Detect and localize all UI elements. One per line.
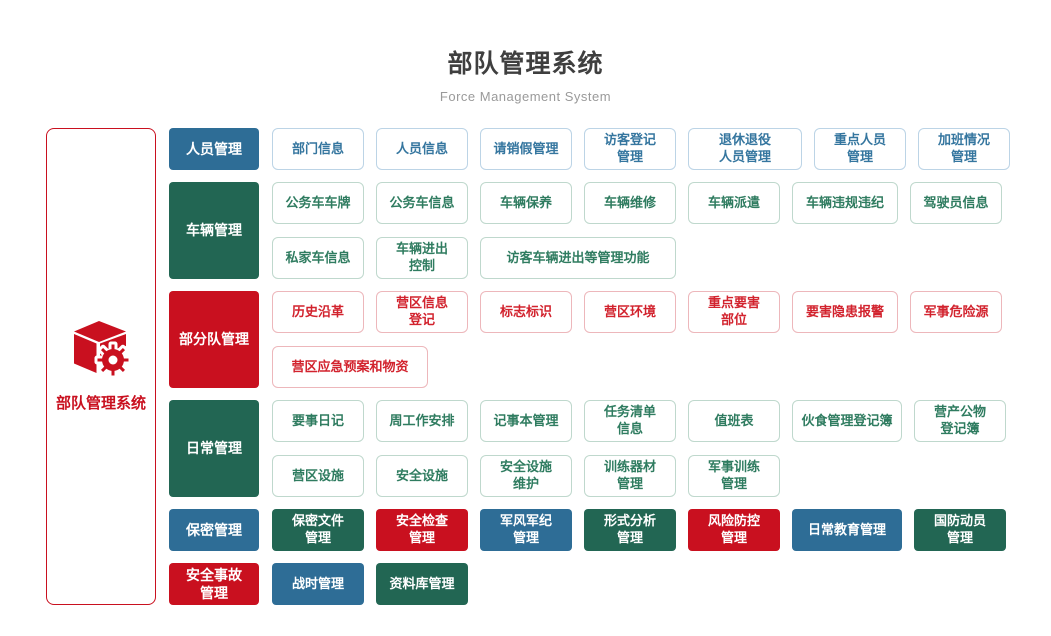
feature-box: 车辆派遣	[688, 182, 780, 224]
section-personnel: 人员管理部门信息人员信息请销假管理访客登记 管理退休退役 人员管理重点人员 管理…	[169, 128, 1010, 170]
feature-box: 退休退役 人员管理	[688, 128, 802, 170]
feature-box: 标志标识	[480, 291, 572, 333]
item-row: 营区设施安全设施安全设施 维护训练器材 管理军事训练 管理	[272, 455, 1006, 497]
page-header: 部队管理系统 Force Management System	[0, 0, 1051, 104]
feature-box: 安全设施 维护	[480, 455, 572, 497]
page-title: 部队管理系统	[447, 50, 604, 78]
section-accident: 安全事故 管理战时管理资料库管理	[169, 563, 1010, 605]
feature-box: 保密文件 管理	[272, 509, 364, 551]
feature-box: 国防动员 管理	[914, 509, 1006, 551]
feature-box: 访客车辆进出等管理功能	[480, 237, 676, 279]
root-node: 部队管理系统	[46, 128, 156, 605]
feature-box: 车辆保养	[480, 182, 572, 224]
item-rows: 部门信息人员信息请销假管理访客登记 管理退休退役 人员管理重点人员 管理加班情况…	[272, 128, 1010, 170]
root-label: 部队管理系统	[55, 395, 146, 412]
feature-box: 请销假管理	[480, 128, 572, 170]
feature-box: 军风军纪 管理	[480, 509, 572, 551]
item-rows: 要事日记周工作安排记事本管理任务清单 信息值班表伙食管理登记簿营产公物 登记簿营…	[272, 400, 1006, 497]
section-vehicle: 车辆管理公务车车牌公务车信息车辆保养车辆维修车辆派遣车辆违规违纪驾驶员信息私家车…	[169, 182, 1010, 279]
feature-box: 重点要害 部位	[688, 291, 780, 333]
feature-box: 营区设施	[272, 455, 364, 497]
section-secrecy: 保密管理保密文件 管理安全检查 管理军风军纪 管理形式分析 管理风险防控 管理日…	[169, 509, 1010, 551]
feature-box: 驾驶员信息	[910, 182, 1002, 224]
feature-box: 军事训练 管理	[688, 455, 780, 497]
feature-box: 任务清单 信息	[584, 400, 676, 442]
feature-box: 伙食管理登记簿	[792, 400, 902, 442]
feature-box: 要害隐患报警	[792, 291, 898, 333]
cube-gear-icon	[74, 321, 132, 378]
item-rows: 公务车车牌公务车信息车辆保养车辆维修车辆派遣车辆违规违纪驾驶员信息私家车信息车辆…	[272, 182, 1002, 279]
feature-box: 要事日记	[272, 400, 364, 442]
category-vehicle: 车辆管理	[169, 182, 259, 279]
feature-box: 战时管理	[272, 563, 364, 605]
feature-box: 营区环境	[584, 291, 676, 333]
feature-box: 人员信息	[376, 128, 468, 170]
page-subtitle: Force Management System	[439, 89, 612, 104]
item-row: 要事日记周工作安排记事本管理任务清单 信息值班表伙食管理登记簿营产公物 登记簿	[272, 400, 1006, 442]
feature-box: 历史沿革	[272, 291, 364, 333]
section-sub-unit: 部分队管理历史沿革营区信息 登记标志标识营区环境重点要害 部位要害隐患报警军事危…	[169, 291, 1010, 388]
feature-box: 重点人员 管理	[814, 128, 906, 170]
item-row: 历史沿革营区信息 登记标志标识营区环境重点要害 部位要害隐患报警军事危险源	[272, 291, 1002, 333]
item-rows: 保密文件 管理安全检查 管理军风军纪 管理形式分析 管理风险防控 管理日常教育管…	[272, 509, 1006, 551]
sections: 人员管理部门信息人员信息请销假管理访客登记 管理退休退役 人员管理重点人员 管理…	[169, 128, 1010, 605]
feature-box: 日常教育管理	[792, 509, 902, 551]
item-row: 私家车信息车辆进出 控制访客车辆进出等管理功能	[272, 237, 1002, 279]
feature-box: 资料库管理	[376, 563, 468, 605]
item-rows: 战时管理资料库管理	[272, 563, 468, 605]
item-row: 公务车车牌公务车信息车辆保养车辆维修车辆派遣车辆违规违纪驾驶员信息	[272, 182, 1002, 224]
category-sub-unit: 部分队管理	[169, 291, 259, 388]
feature-box: 安全检查 管理	[376, 509, 468, 551]
diagram-body: 部队管理系统 人员管理部门信息人员信息请销假管理访客登记 管理退休退役 人员管理…	[0, 128, 1051, 605]
feature-box: 访客登记 管理	[584, 128, 676, 170]
feature-box: 私家车信息	[272, 237, 364, 279]
feature-box: 记事本管理	[480, 400, 572, 442]
category-accident: 安全事故 管理	[169, 563, 259, 605]
feature-box: 安全设施	[376, 455, 468, 497]
feature-box: 营区应急预案和物资	[272, 346, 428, 388]
feature-box: 加班情况 管理	[918, 128, 1010, 170]
item-row: 营区应急预案和物资	[272, 346, 1002, 388]
category-daily: 日常管理	[169, 400, 259, 497]
feature-box: 车辆进出 控制	[376, 237, 468, 279]
category-secrecy: 保密管理	[169, 509, 259, 551]
feature-box: 营产公物 登记簿	[914, 400, 1006, 442]
feature-box: 车辆维修	[584, 182, 676, 224]
feature-box: 值班表	[688, 400, 780, 442]
feature-box: 风险防控 管理	[688, 509, 780, 551]
feature-box: 营区信息 登记	[376, 291, 468, 333]
feature-box: 公务车车牌	[272, 182, 364, 224]
feature-box: 训练器材 管理	[584, 455, 676, 497]
feature-box: 公务车信息	[376, 182, 468, 224]
category-personnel: 人员管理	[169, 128, 259, 170]
item-rows: 历史沿革营区信息 登记标志标识营区环境重点要害 部位要害隐患报警军事危险源营区应…	[272, 291, 1002, 388]
feature-box: 形式分析 管理	[584, 509, 676, 551]
feature-box: 军事危险源	[910, 291, 1002, 333]
feature-box: 周工作安排	[376, 400, 468, 442]
section-daily: 日常管理要事日记周工作安排记事本管理任务清单 信息值班表伙食管理登记簿营产公物 …	[169, 400, 1010, 497]
item-row: 战时管理资料库管理	[272, 563, 468, 605]
feature-box: 车辆违规违纪	[792, 182, 898, 224]
feature-box: 部门信息	[272, 128, 364, 170]
item-row: 部门信息人员信息请销假管理访客登记 管理退休退役 人员管理重点人员 管理加班情况…	[272, 128, 1010, 170]
item-row: 保密文件 管理安全检查 管理军风军纪 管理形式分析 管理风险防控 管理日常教育管…	[272, 509, 1006, 551]
